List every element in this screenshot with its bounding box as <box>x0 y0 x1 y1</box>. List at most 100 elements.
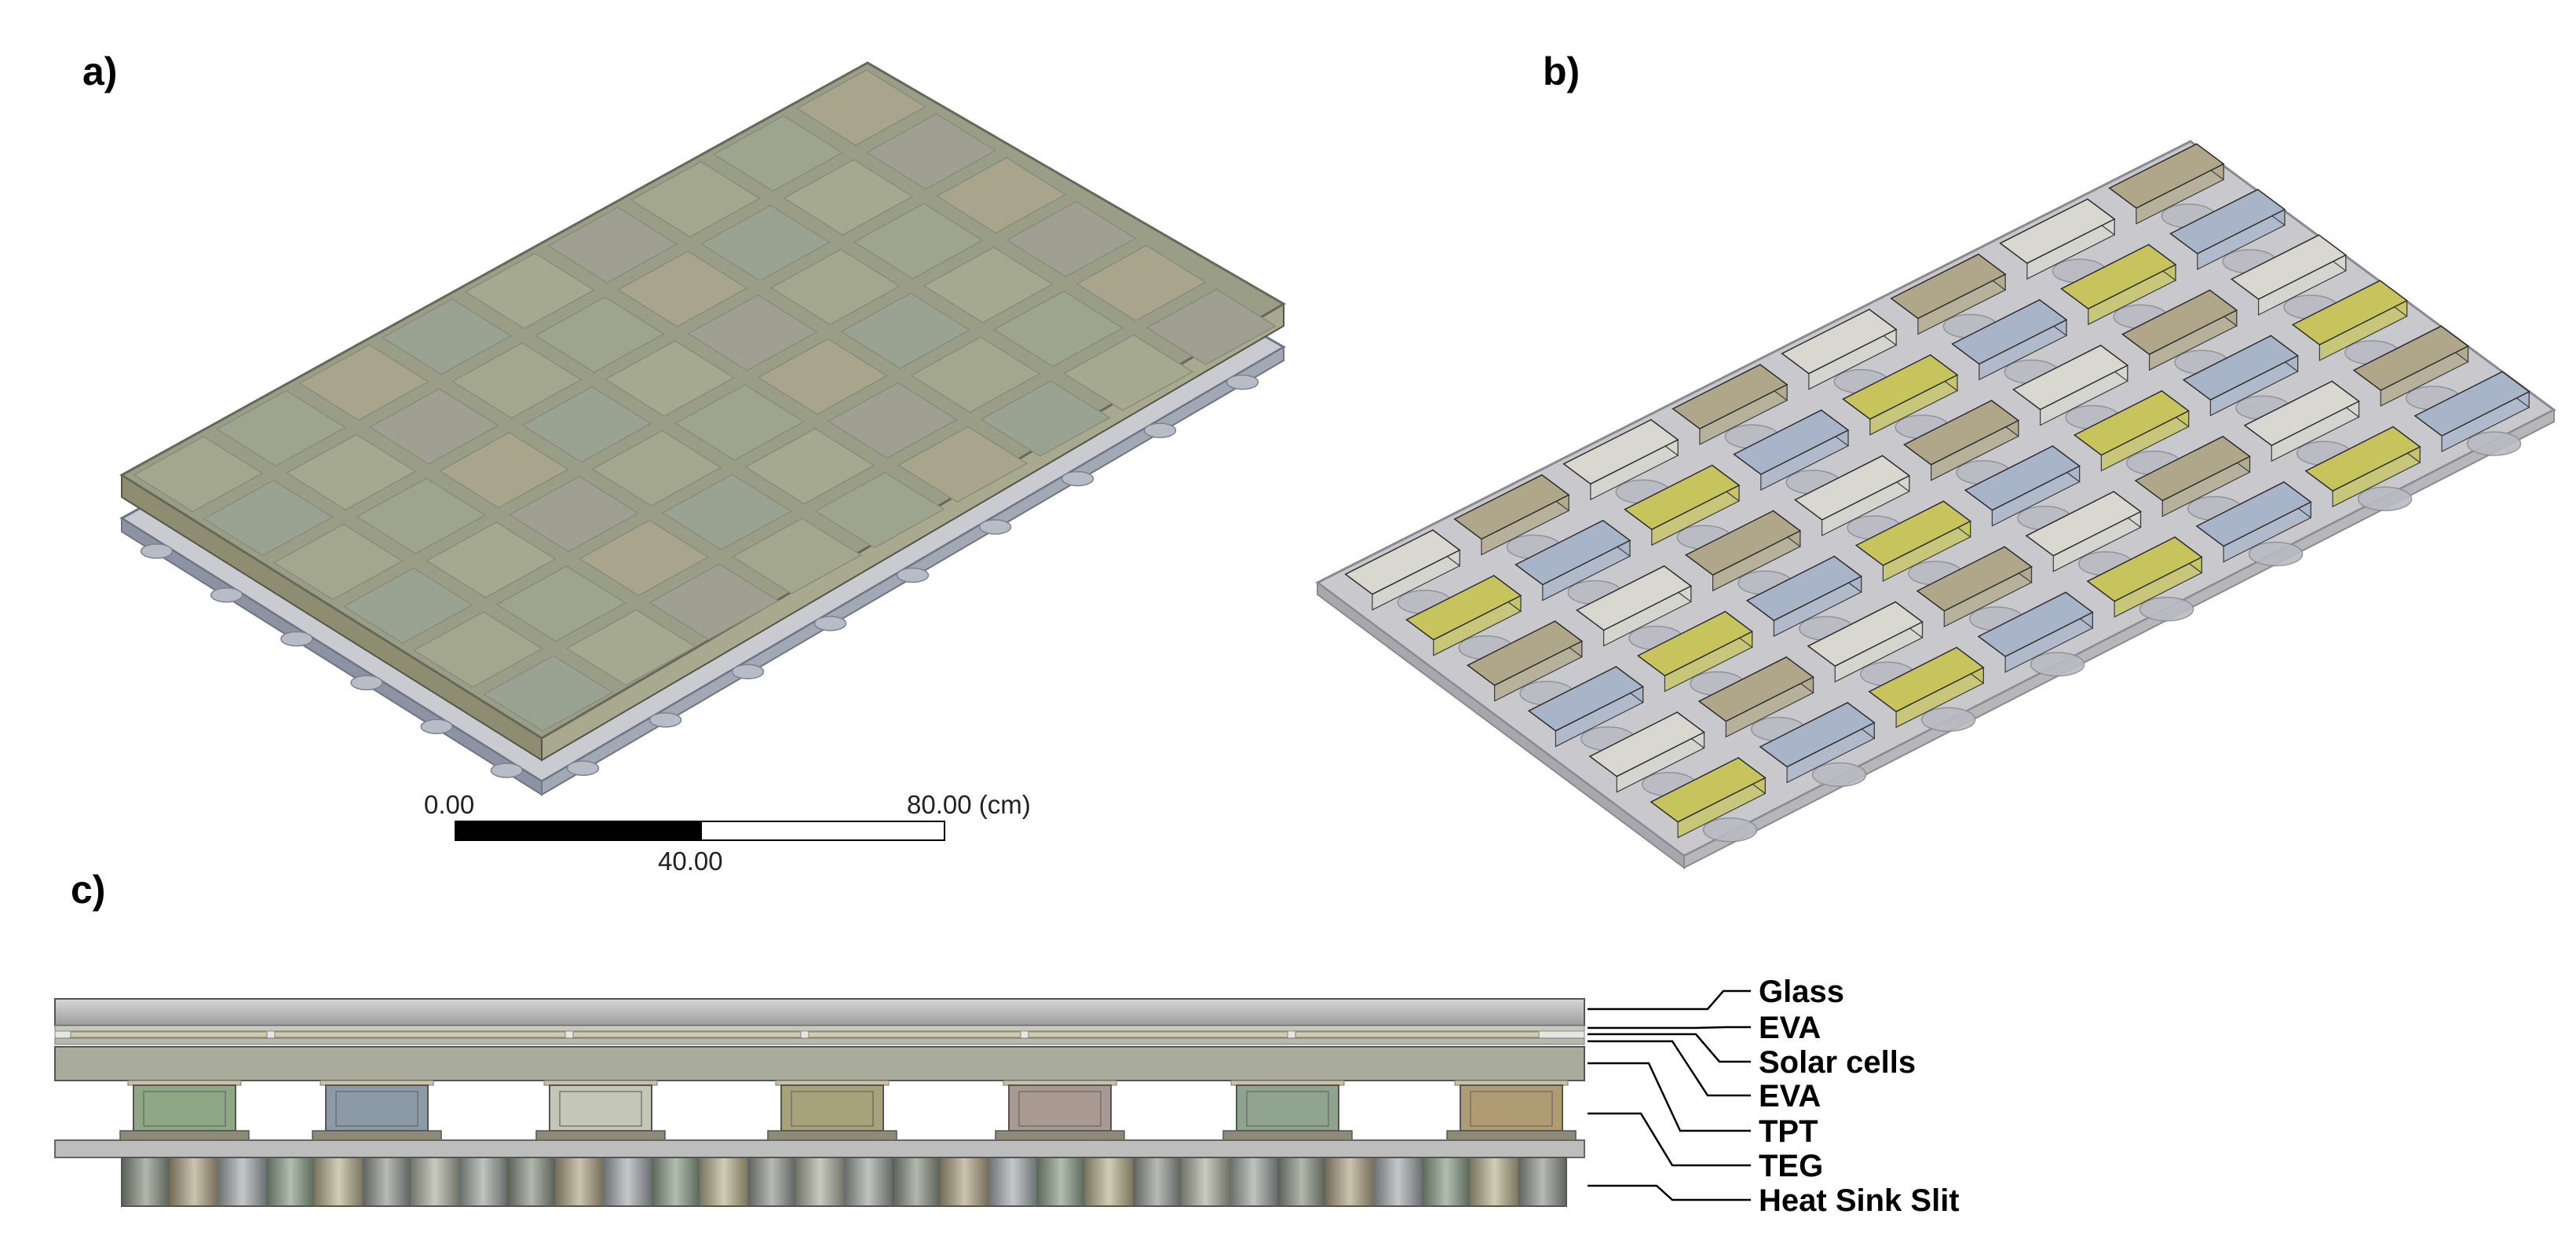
teg-base-plate <box>1446 1130 1577 1141</box>
heat-sink-fin-shading <box>1470 1157 1519 1206</box>
solar-cell <box>521 386 652 463</box>
solar-cell <box>769 248 901 326</box>
solar-cell <box>700 204 831 282</box>
teg-core <box>143 1091 226 1127</box>
panel-label-a: a) <box>82 49 117 93</box>
solar-cell <box>757 338 888 415</box>
teg-block-top <box>1854 500 1972 566</box>
teg-array <box>1344 143 2530 839</box>
teg-base-plate <box>312 1130 442 1141</box>
teg-foot <box>1226 374 1259 390</box>
leader-glass <box>1588 989 1751 1011</box>
layer-label-tpt: TPT <box>1759 1114 1818 1149</box>
teg-block-top <box>1807 601 1924 667</box>
glass-layer <box>54 998 1585 1026</box>
solar-cell <box>546 207 678 283</box>
layer-label-eva-top: EVA <box>1759 1011 1821 1045</box>
teg-block-top <box>1733 409 1850 475</box>
heat-sink-fin-shading <box>700 1157 748 1206</box>
heat-sink-fin-shading <box>1229 1157 1278 1206</box>
teg-block-top <box>2352 325 2469 391</box>
teg-block-top <box>1890 253 2007 320</box>
teg-base-disc <box>2248 541 2304 567</box>
teg-foot <box>896 567 930 583</box>
heat-sink-base <box>54 1139 1585 1158</box>
teg-block-top <box>2413 371 2530 437</box>
scale-bar-white-half <box>700 821 945 841</box>
solar-cell <box>342 567 474 645</box>
solar-cell <box>783 159 914 236</box>
teg-block-top <box>2025 491 2142 557</box>
teg-foot <box>140 543 174 559</box>
teg-foot <box>1143 422 1177 438</box>
scale-bar-outline <box>455 821 945 841</box>
solar-cell <box>814 471 945 549</box>
teg-block-top <box>1759 701 1876 768</box>
heat-sink-fin-shading <box>651 1157 700 1206</box>
solar-cell <box>649 563 780 641</box>
solar-cell <box>980 380 1111 457</box>
solar-cell <box>356 477 487 554</box>
solar-cell <box>464 252 595 330</box>
solar-cell <box>298 344 429 421</box>
teg-foot <box>649 712 682 728</box>
teg-block-top <box>1562 419 1679 485</box>
teg-block-top <box>2134 435 2251 502</box>
heat-sink-fin-shading <box>795 1157 845 1206</box>
heat-sink-fin-shading <box>506 1157 556 1206</box>
heat-sink-fin-shading <box>747 1157 797 1206</box>
solar-cell <box>897 426 1029 503</box>
teg-foot <box>1061 470 1094 487</box>
solar-cell-segment <box>1295 1031 1540 1038</box>
solar-cell <box>412 611 544 688</box>
teg-block-top <box>2060 243 2177 310</box>
leader-tpt <box>1588 1062 1751 1132</box>
heat-sink-fin-shading <box>1325 1157 1375 1206</box>
teg-block-top <box>1636 610 1754 677</box>
teg-block-top <box>1684 510 1802 576</box>
solar-cell <box>451 342 583 419</box>
teg-block-top <box>2304 426 2421 492</box>
heat-sink-fin-shading <box>1036 1157 1086 1206</box>
teg-foot <box>350 675 383 691</box>
teg-core <box>559 1091 642 1127</box>
teg-block-top <box>2108 143 2225 209</box>
teg-block-top <box>1527 666 1645 732</box>
teg-block-top <box>1902 400 2020 466</box>
tpt-layer <box>54 1046 1585 1081</box>
eva-top-layer <box>54 1025 1585 1032</box>
teg-foot <box>490 762 524 778</box>
teg-modules <box>119 1080 1577 1141</box>
teg-block-top <box>1951 298 2068 365</box>
layer-label-glass: Glass <box>1759 975 1844 1009</box>
assembled-module-view <box>119 61 1286 796</box>
heat-sink-fin-shading <box>555 1157 604 1206</box>
teg-block-top <box>1999 198 2116 265</box>
solar-cell <box>853 203 984 280</box>
teg-block-top <box>1575 565 1693 631</box>
leader-heat-sink-slit <box>1588 1184 1751 1201</box>
teg-block-top <box>1650 757 1767 823</box>
teg-block-top <box>1453 474 1570 540</box>
teg-base-plate <box>1222 1130 1353 1141</box>
solar-cell <box>744 427 875 505</box>
leader-solar-cells <box>1588 1033 1751 1063</box>
solar-cell-segment <box>572 1031 802 1038</box>
teg-base-disc <box>2030 652 2085 677</box>
solar-cell <box>827 382 959 459</box>
heat-sink-fin-shading <box>314 1157 364 1206</box>
solar-cell <box>795 69 927 146</box>
teg-block-top <box>1977 591 2094 657</box>
solar-cell <box>508 475 640 553</box>
solar-cell <box>1006 200 1137 278</box>
heat-sink-fin-shading <box>844 1157 893 1206</box>
panel-label-c: c) <box>71 868 105 912</box>
leader-teg <box>1588 1112 1751 1167</box>
solar-cell <box>992 290 1124 368</box>
solar-cell <box>381 298 513 375</box>
teg-base-disc <box>2357 486 2413 512</box>
heat-sink-fin-shading <box>411 1157 459 1206</box>
teg-foot <box>280 631 313 647</box>
teg-block-top <box>2230 234 2348 300</box>
